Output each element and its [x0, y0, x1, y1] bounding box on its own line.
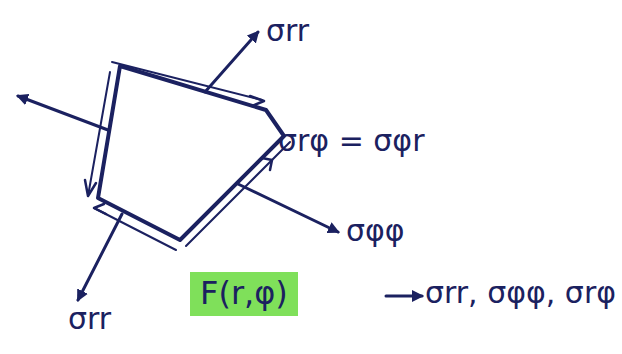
highlight-box: F(r,φ)	[190, 272, 298, 316]
stress-label: σrr	[266, 14, 309, 47]
stress-label: σrr, σφφ, σrφ	[425, 276, 616, 309]
stress-label: σφφ	[346, 214, 405, 247]
stress-label: σrr	[68, 302, 111, 335]
shear-stress-label: σrφ = σφr	[278, 124, 424, 157]
function-label: F(r,φ)	[200, 276, 288, 311]
